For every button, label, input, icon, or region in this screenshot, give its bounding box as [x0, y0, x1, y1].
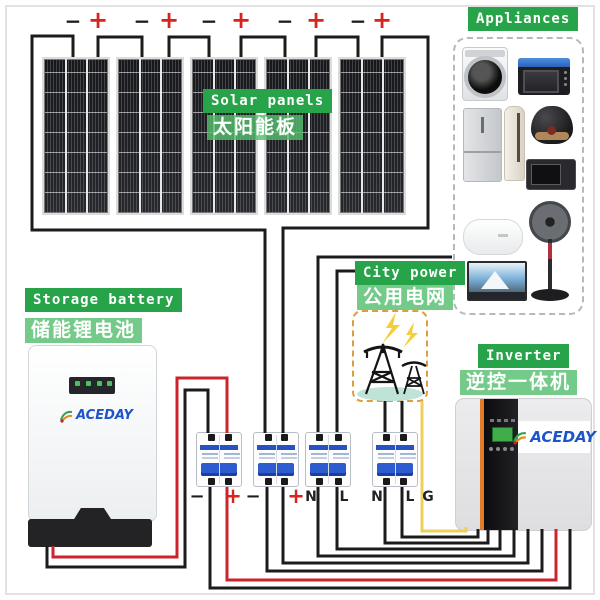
battery-brand-logo: ACEDAY	[59, 408, 133, 423]
inverter-accent-stripe	[480, 399, 484, 530]
inverter: ACEDAY	[455, 398, 596, 531]
stand-fan-icon	[531, 289, 569, 301]
wire-panel-series-link	[96, 35, 144, 57]
appliances-box	[453, 37, 584, 315]
breaker-terminal-label: N	[305, 489, 317, 505]
panel-terminal-label: +	[305, 6, 327, 34]
inverter-logo-arrow	[514, 435, 520, 443]
breaker-terminal-label: +	[224, 484, 242, 508]
stand-fan-icon	[529, 201, 571, 243]
panel-terminal-label: −	[276, 9, 294, 33]
solar-panel	[338, 57, 406, 215]
breaker-terminal-label: L	[339, 489, 349, 505]
inverter-brand-logo: ACEDAY	[512, 428, 596, 446]
inverter-label: Inverter	[478, 344, 570, 368]
battery-base	[28, 519, 152, 547]
breaker-terminal-label: −	[245, 486, 261, 507]
panel-terminal-label: +	[87, 6, 109, 34]
inverter-lcd-screen	[492, 427, 513, 442]
panel-terminal-label: +	[230, 6, 252, 34]
stand-fan-icon	[548, 239, 552, 291]
storage-battery-label: Storage battery	[25, 288, 183, 312]
breaker-terminal-label: L	[405, 489, 415, 505]
solar-panels-label-zh: 太阳能板	[207, 115, 304, 140]
storage-battery-label-zh: 储能锂电池	[25, 318, 143, 343]
solar-panel	[116, 57, 184, 215]
panel-terminal-label: −	[200, 9, 218, 33]
air-conditioner-icon	[504, 106, 525, 181]
wire-panel-series-link	[167, 35, 211, 57]
breaker-terminal-label: N	[371, 489, 383, 505]
breaker-terminal-label: G	[422, 489, 434, 505]
microwave-icon	[526, 159, 576, 190]
aceday-swoosh-icon	[513, 432, 527, 445]
rice-cooker-icon	[531, 106, 573, 144]
panel-terminal-label: +	[158, 6, 180, 34]
aceday-swoosh-icon	[60, 410, 73, 423]
inverter-indicator-lights	[490, 419, 494, 422]
stand-fan-icon	[548, 243, 552, 259]
wire-panel-series-link	[314, 35, 360, 57]
water-heater-icon	[463, 219, 523, 255]
panel-terminal-label: +	[371, 6, 393, 34]
inverter-buttons	[489, 447, 493, 451]
circuit-breaker-solar	[253, 432, 299, 487]
toaster-oven-icon	[518, 58, 570, 95]
city-power-label-zh: 公用电网	[357, 285, 454, 310]
wire-panel-series-link	[239, 35, 287, 57]
solar-panel	[42, 57, 110, 215]
breaker-terminal-label: +	[287, 484, 305, 508]
inverter-label-zh: 逆控一体机	[460, 370, 578, 395]
panel-terminal-label: −	[349, 9, 367, 33]
city-power-label: City power	[355, 261, 466, 285]
city-power-box	[352, 310, 428, 402]
circuit-breaker-grid	[372, 432, 418, 487]
storage-battery: ACEDAY	[28, 345, 157, 522]
washing-machine-icon	[462, 47, 508, 101]
panel-terminal-label: −	[64, 9, 82, 33]
television-icon	[467, 261, 527, 301]
panel-terminal-label: −	[133, 9, 151, 33]
circuit-breaker-battery	[196, 432, 242, 487]
breaker-terminal-label: −	[189, 486, 205, 507]
refrigerator-icon	[463, 108, 502, 182]
battery-display	[69, 377, 115, 394]
inverter-brand-band: ACEDAY	[513, 421, 596, 453]
solar-panels-label: Solar panels	[203, 89, 333, 113]
appliances-label: Appliances	[468, 7, 579, 31]
circuit-breaker-load	[305, 432, 351, 487]
